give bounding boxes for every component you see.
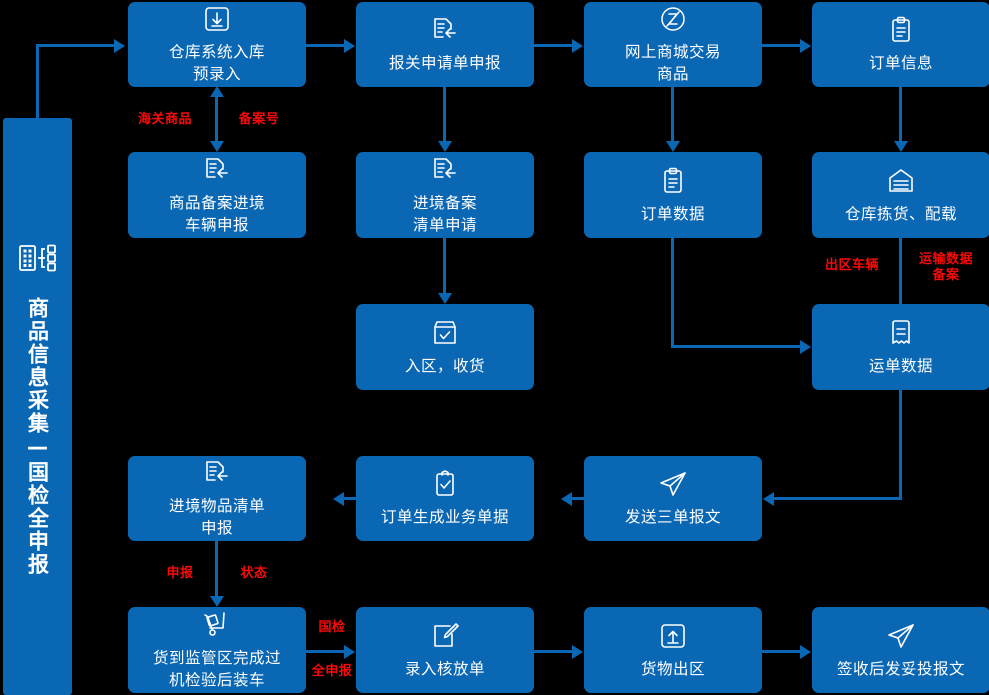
connector-c1-bidir [215, 96, 218, 142]
connector-sidebar-up [36, 44, 39, 120]
arrowhead-r1-c [800, 38, 811, 53]
annotation-status: 状态 [240, 566, 268, 581]
document-return-icon [202, 155, 232, 185]
node-waybill-data[interactable]: 运单数据 [812, 304, 989, 390]
clipboard-icon [886, 15, 916, 45]
arrowhead-into-goods-scan-load [209, 596, 224, 607]
data-nodes-icon [17, 237, 59, 279]
node-label: 订单信息 [868, 54, 933, 72]
arrowhead-into-warehouse-prefill [114, 38, 125, 53]
connector-r1-a [306, 44, 344, 47]
annotation-full-declaration: 全申报 [311, 664, 353, 679]
arrowhead-c4-a [893, 141, 908, 152]
node-warehouse-picking[interactable]: 仓库拣货、配载 [812, 152, 989, 238]
node-order-info[interactable]: 订单信息 [812, 2, 989, 87]
hand-truck-icon [202, 610, 232, 640]
node-label: 货物出区 [640, 659, 705, 678]
node-label: 签收后发妥投报文 [836, 659, 965, 678]
arrowhead-into-send-three-msgs [763, 491, 774, 506]
node-order-data[interactable]: 订单数据 [584, 152, 762, 238]
connector-waybill-down [899, 390, 902, 500]
arrowhead-r1-a [344, 38, 355, 53]
connector-orderdata-down [671, 238, 674, 348]
connector-c3-a [671, 87, 674, 141]
node-label: 订单生成业务单据 [380, 508, 509, 526]
node-warehouse-prefill[interactable]: 仓库系统入库 预录入 [128, 2, 306, 87]
node-order-gen-doc[interactable]: 订单生成业务单据 [356, 456, 534, 541]
connector-r1-c [762, 44, 800, 47]
node-label: 发送三单报文 [624, 508, 721, 526]
arrowhead-c2-b [437, 293, 452, 304]
node-enter-zone-receive[interactable]: 入区，收货 [356, 304, 534, 390]
arrowhead-into-waybill-data [800, 339, 811, 354]
connector-c2-a [443, 87, 446, 141]
annotation-declaration: 申报 [166, 566, 194, 581]
node-send-three-msgs[interactable]: 发送三单报文 [584, 456, 762, 541]
node-label: 商品备案进境 车辆申报 [168, 193, 265, 234]
annotation-record-number: 备案号 [238, 112, 280, 127]
node-label: 仓库系统入库 预录入 [168, 43, 265, 83]
node-label: 入区，收货 [404, 356, 485, 375]
clipboard-check-icon [430, 469, 460, 499]
node-entry-record-list[interactable]: 进境备案 清单申请 [356, 152, 534, 238]
node-online-mall[interactable]: 网上商城交易 商品 [584, 2, 762, 87]
connector-c4-a [899, 87, 902, 141]
connector-r5-c [762, 650, 800, 653]
arrowhead-r4-a [561, 491, 572, 506]
node-label: 报关申请单申报 [388, 54, 501, 72]
circle-z-icon [658, 4, 688, 34]
node-enter-release-note[interactable]: 录入核放单 [356, 607, 534, 693]
connector-r5-b [534, 650, 572, 653]
document-return-icon [430, 15, 460, 45]
upload-box-icon [658, 621, 688, 651]
connector-r1-b [534, 44, 572, 47]
paper-plane-icon [658, 469, 688, 499]
sidebar-商品信息采集[interactable]: 商品信息采集—国检全申报 [3, 118, 72, 695]
node-delivery-msg[interactable]: 签收后发妥投报文 [812, 607, 989, 693]
download-box-icon [202, 4, 232, 34]
box-check-icon [430, 318, 460, 348]
document-return-icon [202, 458, 232, 488]
annotation-transport-record: 运输数据 备案 [918, 252, 973, 284]
node-label: 网上商城交易 商品 [624, 43, 721, 83]
node-label: 录入核放单 [404, 659, 485, 678]
arrowhead-r5-a [344, 644, 355, 659]
warehouse-icon [886, 166, 916, 196]
arrowhead-r5-b [572, 644, 583, 659]
sidebar-label: 商品信息采集—国检全申报 [25, 297, 50, 576]
arrowhead-r5-c [800, 644, 811, 659]
arrowhead-up-warehouse-prefill [209, 86, 224, 97]
node-label: 订单数据 [640, 204, 705, 223]
connector-c1-down [215, 541, 218, 596]
connector-orderdata-right [671, 345, 800, 348]
clipboard-icon [658, 166, 688, 196]
annotation-exit-vehicle: 出区车辆 [824, 258, 879, 273]
node-goods-scan-load[interactable]: 货到监管区完成过 机检验后装车 [128, 607, 306, 693]
node-goods-record-vehicle[interactable]: 商品备案进境 车辆申报 [128, 152, 306, 238]
connector-c4-b [899, 238, 902, 306]
node-customs-declare[interactable]: 报关申请单申报 [356, 2, 534, 87]
edit-note-icon [430, 621, 460, 651]
document-return-icon [430, 155, 460, 185]
annotation-national-inspect: 国检 [318, 620, 346, 635]
arrowhead-c3-a [665, 141, 680, 152]
node-label: 货到监管区完成过 机检验后装车 [152, 648, 281, 689]
arrowhead-r1-b [572, 38, 583, 53]
paper-plane-icon [886, 621, 916, 651]
connector-c2-b [443, 238, 446, 293]
waybill-icon [886, 318, 916, 348]
arrowhead-c2-a [437, 141, 452, 152]
connector-sidebar-right [36, 44, 114, 47]
arrowhead-down-goods-record [209, 141, 224, 152]
annotation-customs-goods: 海关商品 [137, 112, 192, 127]
node-goods-exit-zone[interactable]: 货物出区 [584, 607, 762, 693]
node-label: 进境物品清单 申报 [168, 497, 265, 537]
connector-r5-a [306, 650, 344, 653]
arrowhead-r4-b [333, 491, 344, 506]
node-label: 仓库拣货、配载 [844, 204, 957, 223]
connector-waybill-left [774, 497, 902, 500]
node-label: 运单数据 [868, 356, 933, 375]
node-label: 进境备案 清单申请 [412, 193, 477, 234]
node-entry-goods-list[interactable]: 进境物品清单 申报 [128, 456, 306, 541]
